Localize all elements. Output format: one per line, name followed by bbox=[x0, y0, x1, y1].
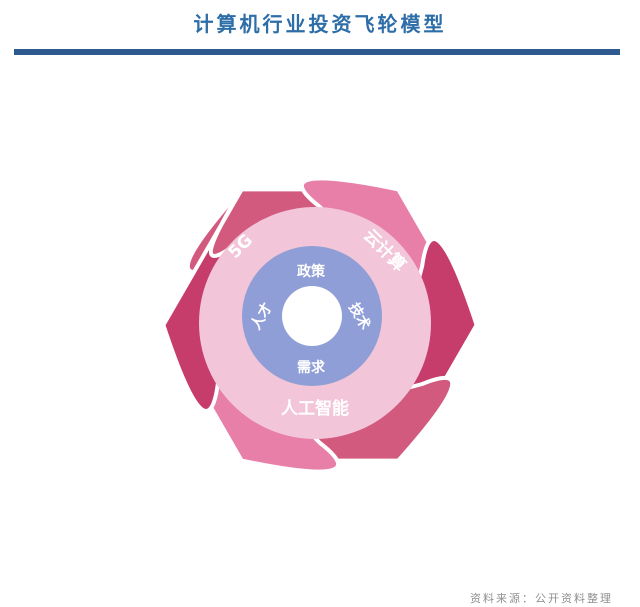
title-divider bbox=[14, 49, 620, 55]
blade-label-cybersecurity: 网络安全与信创 bbox=[342, 465, 441, 502]
footer-source: 资料来源：公开资料整理 bbox=[470, 592, 613, 605]
blade-label-smart-transport: 智慧交通与车联网 bbox=[172, 137, 286, 173]
blade-label-ai-big-data: 人工智能与大数据 bbox=[109, 238, 167, 348]
page-title: 计算机行业投资飞轮模型 bbox=[193, 12, 447, 36]
outer-label-ai: 人工智能 bbox=[281, 398, 349, 419]
inner-label-policy: 政策 bbox=[297, 263, 326, 280]
blade-label-fintech: 金融科技 bbox=[172, 431, 219, 488]
inner-label-demand: 需求 bbox=[297, 359, 326, 376]
center-hole bbox=[282, 286, 342, 346]
